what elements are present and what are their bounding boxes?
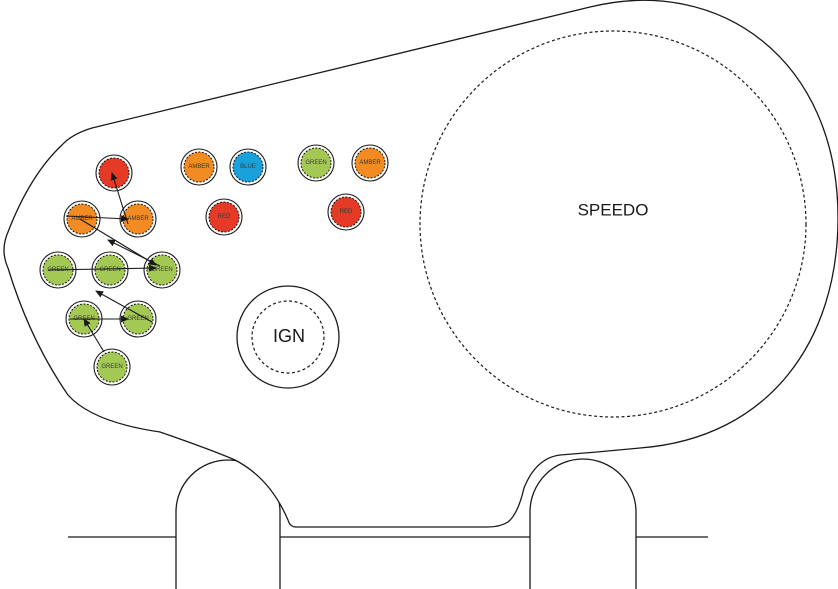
warning-lamp: AMBER — [119, 200, 157, 238]
right-mount — [529, 458, 637, 589]
lamp-label: BLUE — [240, 164, 256, 170]
warning-lamp: RED — [327, 193, 365, 231]
lamp-lens — [66, 203, 98, 235]
lamp-lens — [183, 151, 215, 183]
lamp-lens — [330, 196, 362, 228]
sequence-arrow — [107, 239, 161, 267]
dashboard-housing — [3, 0, 838, 528]
lamp-lens — [208, 201, 240, 233]
speedometer: SPEEDO — [419, 30, 807, 418]
ignition-inner-ring — [251, 300, 325, 374]
speedo-label: SPEEDO — [578, 201, 649, 220]
warning-lamp: GREEN — [93, 348, 131, 386]
warning-lamp: RED — [205, 198, 243, 236]
lamp-label: GREEN — [101, 364, 122, 370]
sequence-arrow — [83, 318, 105, 353]
warning-lamp: GREEN — [91, 251, 129, 289]
lamp-lens — [98, 157, 130, 189]
warning-lamp: GREEN — [143, 251, 181, 289]
lamp-label: RED — [340, 209, 353, 215]
warning-lamp: AMBER — [63, 200, 101, 238]
sequence-arrows — [47, 172, 161, 353]
lamp-label: AMBER — [359, 160, 381, 166]
lamp-label: AMBER — [188, 164, 210, 170]
speedo-dial — [419, 30, 807, 418]
ignition-label: IGN — [273, 326, 305, 346]
lamp-lens — [300, 147, 332, 179]
warning-lamp — [95, 154, 133, 192]
lamp-lens — [354, 147, 386, 179]
warning-lamp: GREEN — [297, 144, 335, 182]
sequence-arrow — [95, 290, 153, 323]
lamp-label: RED — [218, 214, 231, 220]
warning-lamp: BLUE — [229, 148, 267, 186]
lamp-lens — [232, 151, 264, 183]
lamp-label: GREEN — [127, 316, 148, 322]
lamp-label: GREEN — [99, 267, 120, 273]
sequence-arrow — [47, 264, 157, 272]
sequence-arrow — [65, 215, 129, 223]
lamp-lens — [94, 254, 126, 286]
ignition-switch[interactable]: IGN — [236, 285, 340, 389]
warning-lamp: AMBER — [180, 148, 218, 186]
lamp-lens — [96, 351, 128, 383]
warning-lamp: AMBER — [351, 144, 389, 182]
warning-lamp: GREEN — [119, 300, 157, 338]
lamp-label: AMBER — [71, 216, 93, 222]
lamp-label: GREEN — [151, 267, 172, 273]
lamp-label: GREEN — [305, 160, 326, 166]
lamp-label: AMBER — [127, 216, 149, 222]
